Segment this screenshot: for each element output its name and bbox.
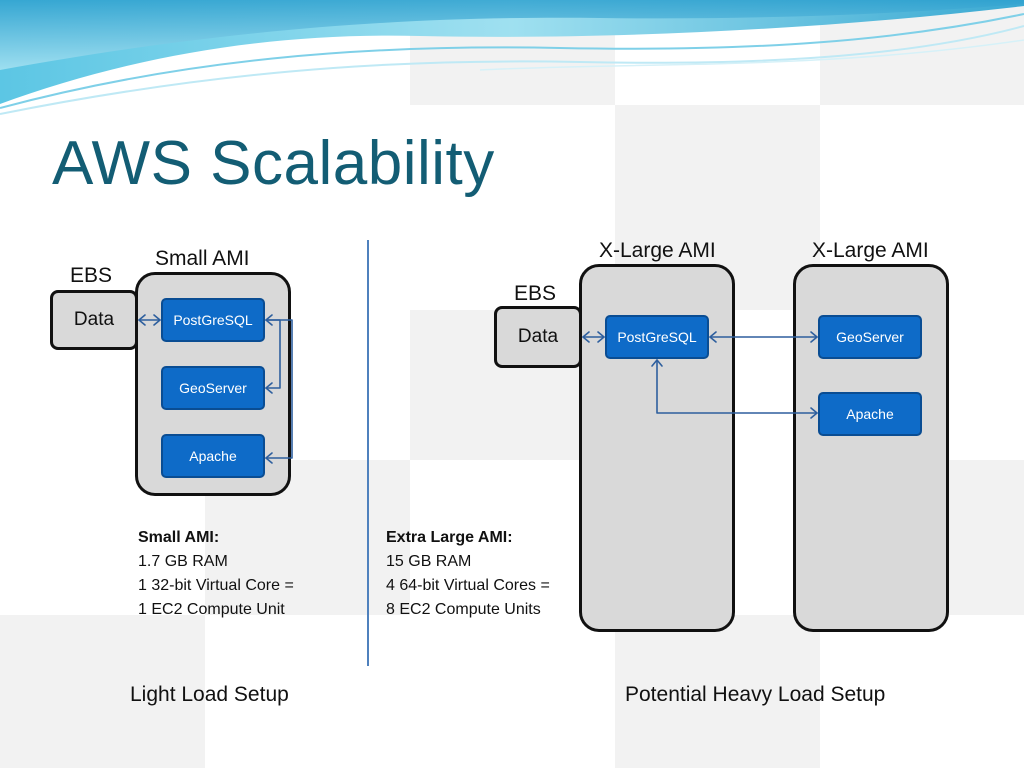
- connector-postgresql-apache: [656, 359, 818, 414]
- spec-line: 1 EC2 Compute Unit: [138, 601, 285, 618]
- xlarge-ami-label: X-Large AMI: [812, 239, 929, 262]
- apache-service: Apache: [161, 434, 265, 478]
- arrowhead: [597, 331, 605, 343]
- ebs-label: EBS: [70, 264, 113, 287]
- connector-postgresql-apache: [265, 319, 293, 459]
- small-ami-label: Small AMI: [155, 247, 250, 270]
- postgresql-service: PostGreSQL: [161, 298, 265, 342]
- geoserver-service: GeoServer: [161, 366, 265, 410]
- small-ami-spec: Small AMI: 1.7 GB RAM 1 32-bit Virtual C…: [138, 526, 294, 622]
- spec-heading: Extra Large AMI:: [386, 529, 513, 546]
- wave-line: [479, 39, 1024, 71]
- arrowhead: [265, 452, 273, 464]
- arrowhead: [138, 314, 146, 326]
- heavy-load-caption: Potential Heavy Load Setup: [625, 683, 886, 706]
- wave-line: [0, 25, 1024, 115]
- spec-line: 8 EC2 Compute Units: [386, 601, 541, 618]
- postgresql-service: PostGreSQL: [605, 315, 709, 359]
- arrowhead: [153, 314, 161, 326]
- arrowhead: [582, 331, 590, 343]
- spec-heading: Small AMI:: [138, 529, 220, 546]
- xlarge-ami-label: X-Large AMI: [599, 239, 716, 262]
- background-tile: [615, 615, 820, 768]
- ebs-data-volume: Data: [50, 290, 138, 350]
- section-divider: [367, 240, 369, 666]
- light-load-caption: Light Load Setup: [130, 683, 289, 706]
- background-tile: [0, 615, 205, 768]
- arrowhead: [810, 331, 818, 343]
- arrowhead: [810, 407, 818, 419]
- page-title: AWS Scalability: [52, 129, 495, 198]
- spec-line: 15 GB RAM: [386, 553, 472, 570]
- spec-line: 1 32-bit Virtual Core =: [138, 577, 294, 594]
- xlarge-ami-spec: Extra Large AMI: 15 GB RAM 4 64-bit Virt…: [386, 526, 550, 622]
- geoserver-service: GeoServer: [818, 315, 922, 359]
- header-wave-decoration: [0, 0, 1024, 115]
- arrowhead: [265, 382, 273, 394]
- spec-line: 4 64-bit Virtual Cores =: [386, 577, 550, 594]
- spec-line: 1.7 GB RAM: [138, 553, 228, 570]
- connector-postgresql-geoserver: [265, 319, 281, 389]
- arrowhead: [651, 359, 663, 367]
- apache-service: Apache: [818, 392, 922, 436]
- arrowhead: [709, 331, 717, 343]
- ebs-data-volume: Data: [494, 306, 582, 368]
- ebs-label: EBS: [514, 282, 557, 305]
- wave-band: [0, 0, 1024, 70]
- wave-line: [0, 13, 1024, 109]
